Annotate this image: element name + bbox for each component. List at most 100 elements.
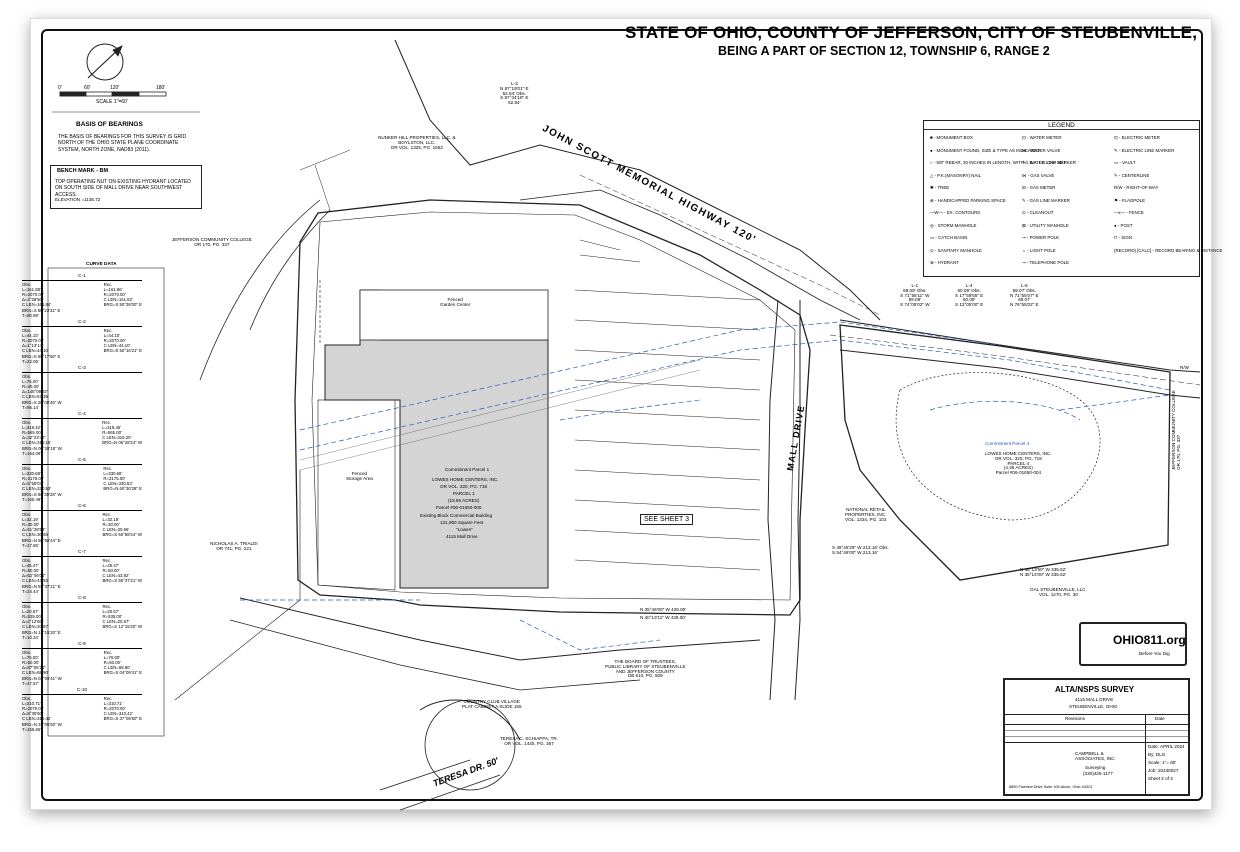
parcel-4-boundary — [839, 324, 1171, 581]
tb-job: Job: 20240027 — [1148, 768, 1179, 773]
curve-record: Rec. L=44.10' R=2070.00' C LEN=44.10' BR… — [103, 327, 142, 354]
curve-record: Rec. L=45.47' R=50.00' C LEN=43.92' BRG=… — [102, 557, 142, 584]
east-bearing: S 49°46'29" W 213.16' Obs. S 54°46'00" W… — [832, 545, 889, 555]
revisions-header: Revisions — [1065, 716, 1085, 721]
legend-item: ✎ - WATER LINE MARKER — [1022, 160, 1076, 165]
legend-item: ⊙ - CLEANOUT — [1022, 210, 1054, 215]
curve-observed: Obs. L=44.10' R=2070.00' Δ=1°13'14" C LE… — [22, 327, 61, 364]
legend-item: ✱ - TREE — [930, 185, 950, 190]
curve-id: C-2 — [22, 320, 142, 327]
curve-observed: Obs. L=161.88' R=2070.00' Δ=4°28'50" C L… — [22, 281, 61, 318]
legend-item: ⚑ - FLAGPOLE — [1114, 197, 1146, 203]
parcel-1-ref: OR VOL. 320, PG. 718 — [440, 484, 487, 489]
survey-address-2: STEUBENVILLE, OHIO — [1069, 704, 1118, 709]
legend-item: ⊙ - SANITARY MANHOLE — [930, 247, 982, 253]
south-bearing-obs: N 35°46'00" W 428.00' — [640, 607, 687, 612]
owner-trialdi: NICHOLAS A. TRIALDI OR 741, PG. 221 — [210, 541, 258, 551]
north-arrow-icon — [86, 43, 124, 81]
legend-item: ✎ - CENTERLINE — [1114, 172, 1150, 178]
curve-id: C-6 — [22, 504, 142, 511]
curve-id: C-1 — [22, 274, 142, 281]
legend-item: ◎ - STORM MANHOLE — [930, 222, 977, 228]
legend-item: △ - P.K.(MASONRY) NAIL — [930, 172, 982, 178]
tb-scale: Scale: 1"= 60' — [1148, 760, 1177, 765]
owner-country-club: COUNTRY CLUB VILLAGE PLAT CABINET A SLID… — [462, 699, 522, 709]
curve-observed: Obs. L=45.47' R=50.00' Δ=52°06'04" C LEN… — [22, 557, 61, 594]
rw-label: R/W — [1180, 365, 1189, 370]
building-name: "Lowes" — [456, 527, 473, 532]
owner-library: THE BOARD OF TRUSTEES, PUBLIC LIBRARY OF… — [605, 659, 686, 679]
curve-id: C-3 — [22, 366, 142, 373]
scale-tick-120: 120' — [110, 85, 120, 91]
legend-box: LEGEND ■ - MONUMENT BOX● - MONUMENT FOUN… — [923, 120, 1222, 277]
curve-id: C-10 — [22, 688, 142, 695]
owner-national-retail: NATIONAL RETAIL PROPERTIES, INC. VOL. 13… — [845, 507, 887, 522]
ohio811-tagline: Before You Dig — [1139, 651, 1170, 656]
storage-area-label: Fenced Storage Area — [346, 471, 373, 481]
building-desc: Existing Block Commercial Building — [420, 513, 492, 518]
ohio811-badge: OHIO811.org Before You Dig — [1079, 622, 1187, 666]
legend-item: (RECORD) [CALC] - RECORD BEARING & DISTA… — [1114, 247, 1223, 253]
legend-item: ▭ - VAULT — [1114, 160, 1136, 165]
firm-phone: (330)425-1177 — [1083, 771, 1113, 776]
parcel-1-number: PARCEL 1 — [453, 491, 475, 496]
legend-item: ⊸ - TELEPHONE POLE — [1022, 260, 1070, 265]
legend-item: ● - POST — [1114, 222, 1133, 228]
legend-item: R/W - RIGHT-OF-WAY — [1114, 185, 1159, 190]
basis-title: BASIS OF BEARINGS — [76, 121, 143, 128]
scale-tick-0: 0' — [58, 85, 62, 91]
legend-item: ⋈ - WATER VALVE — [1022, 147, 1061, 153]
curve-record: Rec. L=330.68' R=3175.00' C LEN=330.53' … — [103, 465, 142, 492]
legend-item: ⊡ - ELECTRIC METER — [1114, 135, 1160, 140]
scale-tick-60: 60' — [84, 85, 91, 91]
garden-center-label: Fenced Garden Center — [440, 297, 471, 307]
parcel-4-owner: LOWES HOME CENTERS, INC. OR VOL. 320, PG… — [985, 451, 1052, 476]
south-bearing-rec: N 40°13'11" W 428.00' — [640, 615, 686, 620]
curve-observed: Obs. L=319.42' R=565.00' Δ=32°23'40" C L… — [22, 419, 62, 456]
firm-address: 8890 Fairview Drive Suite 105 Akron, Ohi… — [1009, 785, 1093, 789]
curve-record: Rec. L=319.45' R=565.00' C LEN=315.20' B… — [102, 419, 142, 446]
curve-observed: Obs. L=76.00' R=30.00' Δ=145°09'03" C LE… — [22, 373, 62, 410]
curve-id: C-9 — [22, 642, 142, 649]
parcel-1-id: Parcel #06-01650-000 — [436, 505, 482, 510]
date-header: Date — [1155, 716, 1165, 721]
legend-item: ⋈ - GAS VALVE — [1022, 172, 1055, 178]
parcel-1-owner: LOWES HOME CENTERS, INC. — [432, 477, 499, 482]
curve-observed: Obs. L=76.00' R=50.00' Δ=87°05'24" C LEN… — [22, 649, 62, 686]
page-subtitle: BEING A PART OF SECTION 12, TOWNSHIP 6, … — [718, 44, 1050, 58]
legend-item: ○ - 5/8" REBAR, 30 INCHES IN LENGTH, WIT… — [930, 160, 1066, 165]
benchmark-box: BENCH MARK - BM TOP OPERATING NUT ON EXI… — [50, 165, 202, 209]
curve-observed: Obs. L=330.68' R=3175.00' Δ=5°58'03" C L… — [22, 465, 62, 502]
curve-id: C-7 — [22, 550, 142, 557]
basis-text: THE BASIS OF BEARINGS FOR THIS SURVEY IS… — [58, 134, 187, 153]
legend-title: LEGEND — [924, 122, 1199, 130]
parcel-1-boundary — [294, 199, 811, 616]
curve-record: Rec. L=32.19' R=30.00' C LEN=30.66' BRG=… — [102, 511, 142, 538]
survey-title: ALTA/NSPS SURVEY — [1055, 685, 1135, 694]
curve-record: Rec. L=161.86' R=2070.00' C LEN=161.82' … — [103, 281, 142, 308]
curve-id: C-4 — [22, 412, 142, 419]
curve-observed: Obs. L=20.67' R=535.00' Δ=2°12'50" C LEN… — [22, 603, 61, 640]
scale-tick-180: 180' — [156, 85, 166, 91]
curve-record: Rec. L=310.71' R=2070.00' C LEN=310.42' … — [103, 695, 142, 722]
legend-item: ⊡ - WATER METER — [1022, 135, 1062, 140]
tb-by: By: DLG — [1148, 752, 1166, 757]
building-address: 4115 Mall Drive — [446, 534, 478, 539]
owner-college-east: JEFFERSON COMMUNITY COLLEGE OR 170, PG. … — [1171, 390, 1181, 470]
title-block: ALTA/NSPS SURVEY 4115 MALL DRIVE STEUBEN… — [1003, 678, 1190, 796]
legend-item: ⊗ - HYDRANT — [930, 260, 959, 265]
firm-name: CAMPBELL & ASSOCIATES, INC. — [1075, 751, 1116, 761]
scale-label: SCALE 1"=60' — [96, 99, 128, 105]
curve-data-title: CURVE DATA — [86, 262, 117, 267]
parcel-4-commitment: Commitment Parcel 4 — [985, 441, 1030, 446]
owner-gal: GAL STEUBENVILLE, LLC. VOL. 1270, PG. 30 — [1030, 587, 1087, 597]
